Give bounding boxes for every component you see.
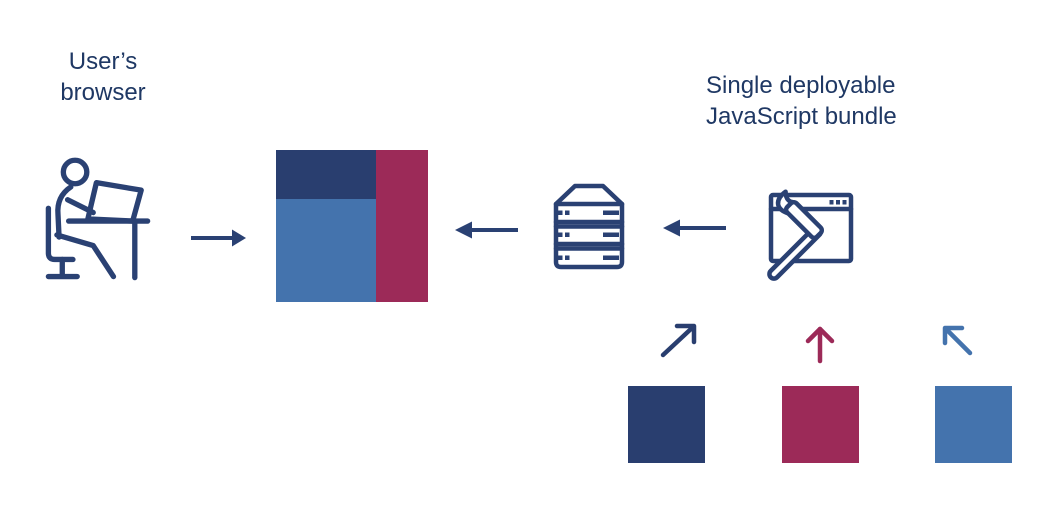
arrow-up-icon	[805, 326, 835, 364]
arrow-left-icon	[455, 221, 518, 239]
user-browser-label: User’s browser	[60, 48, 146, 106]
block-segment-navy	[276, 150, 376, 199]
hammer-icon	[767, 189, 825, 281]
block-segment-crimson	[376, 150, 428, 302]
module-square-crimson	[782, 386, 859, 463]
composite-ui-block	[276, 150, 428, 302]
arrow-up-right-icon	[660, 323, 697, 358]
browser-with-hammer-icon	[767, 189, 854, 281]
person-at-desk-icon	[45, 157, 151, 281]
arrow-left-icon	[663, 219, 726, 237]
server-rack-icon	[553, 183, 625, 270]
module-square-navy	[628, 386, 705, 463]
block-segment-blue	[276, 199, 376, 302]
module-square-blue	[935, 386, 1012, 463]
arrow-right-icon	[191, 229, 246, 247]
arrow-up-left-icon	[942, 325, 973, 356]
bundle-label: Single deployable JavaScript bundle	[706, 72, 897, 130]
